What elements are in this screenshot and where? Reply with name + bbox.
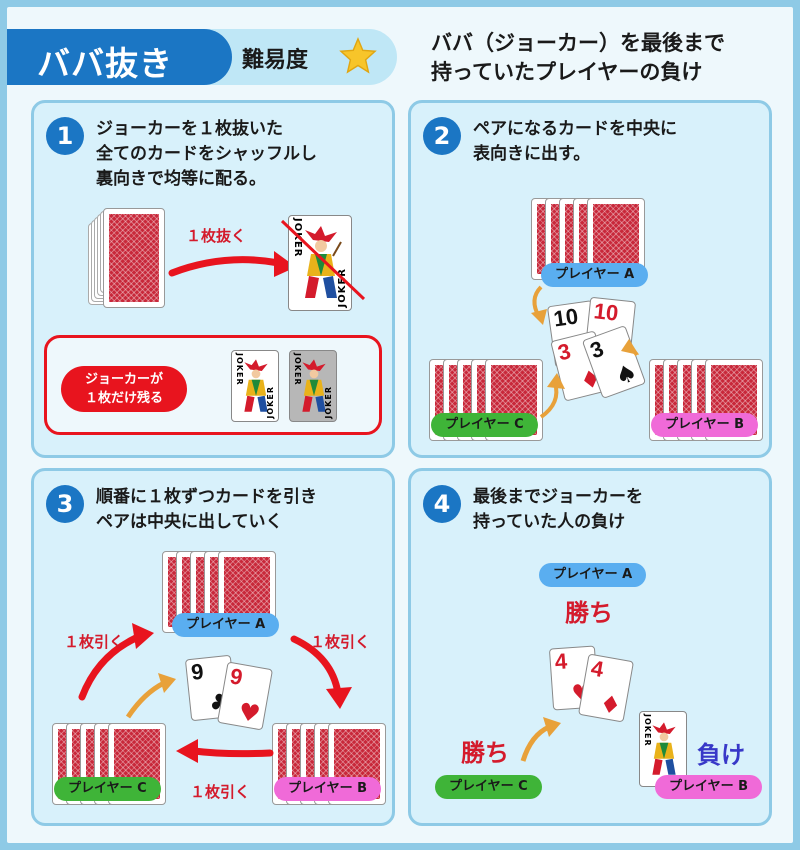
title-banner: ババ抜き 難易度 — [7, 29, 397, 85]
player-b-label: プレイヤー B — [655, 775, 763, 799]
step-text: 順番に１枚ずつカードを引き ペアは中央に出していく — [96, 487, 317, 532]
joker-card: JOKER — [639, 711, 687, 787]
jester-icon — [302, 359, 326, 412]
lose-label-b: 負け — [697, 741, 745, 769]
step-number: 4 — [423, 485, 461, 523]
step-text: ペアになるカードを中央に 表向きに出す。 — [473, 119, 677, 164]
title-pill: ババ抜き — [7, 29, 232, 85]
player-c-label: プレイヤー C — [54, 777, 161, 801]
cross-out-line — [280, 219, 366, 301]
player-a-label: プレイヤー A — [541, 263, 649, 287]
player-b-label: プレイヤー B — [274, 777, 382, 801]
joker-card: JOKER JOKER — [288, 215, 352, 311]
difficulty-label: 難易度 — [242, 48, 309, 73]
win-label-a: 勝ち — [565, 599, 613, 627]
draw-arrows — [78, 623, 352, 763]
card-back — [103, 208, 165, 308]
jester-icon — [305, 226, 342, 298]
player-c-label: プレイヤー C — [435, 775, 542, 799]
play-arrow — [520, 717, 561, 762]
draw-label: １枚引く — [64, 633, 125, 651]
note-box: ジョーカーが １枚だけ残る JOKER JOKER JOKER — [44, 335, 382, 435]
note-pill: ジョーカーが １枚だけ残る — [61, 366, 187, 412]
step-number: 3 — [46, 485, 84, 523]
joker-card: JOKER JOKER — [231, 350, 279, 422]
step-number: 1 — [46, 117, 84, 155]
step-3-panel: 3 順番に１枚ずつカードを引き ペアは中央に出していく プレイヤー A プレイヤ… — [31, 468, 395, 826]
page: ババ抜き 難易度 ババ（ジョーカー）を最後まで 持っていたプレイヤーの負け 1 … — [7, 7, 793, 843]
rule-summary: ババ（ジョーカー）を最後まで 持っていたプレイヤーの負け — [431, 31, 725, 84]
joker-card-faded: JOKER JOKER — [289, 350, 337, 422]
step-2-panel: 2 ペアになるカードを中央に 表向きに出す。 プレイヤー A プレイヤー C — [408, 100, 772, 458]
step-text: ジョーカーを１枚抜いた 全てのカードをシャッフルし 裏向きで均等に配る。 — [96, 119, 317, 189]
win-label-c: 勝ち — [461, 739, 509, 767]
player-b-label: プレイヤー B — [651, 413, 759, 437]
remove-label: １枚抜く — [186, 227, 247, 245]
step-1-panel: 1 ジョーカーを１枚抜いた 全てのカードをシャッフルし 裏向きで均等に配る。 １… — [31, 100, 395, 458]
remove-arrow — [168, 251, 296, 277]
step-text: 最後までジョーカーを 持っていた人の負け — [473, 487, 643, 532]
page-title: ババ抜き — [37, 44, 173, 83]
play-arrows — [531, 285, 639, 419]
step-4-panel: 4 最後までジョーカーを 持っていた人の負け プレイヤー A 勝ち 4♥ 4♦ … — [408, 468, 772, 826]
draw-label: １枚引く — [310, 633, 371, 651]
jester-icon — [244, 359, 268, 412]
draw-label: １枚引く — [190, 783, 251, 801]
player-a-label: プレイヤー A — [172, 613, 280, 637]
player-c-label: プレイヤー C — [431, 413, 538, 437]
step-number: 2 — [423, 117, 461, 155]
star-icon — [339, 37, 377, 74]
player-a-label: プレイヤー A — [539, 563, 647, 587]
jester-icon — [652, 722, 676, 775]
